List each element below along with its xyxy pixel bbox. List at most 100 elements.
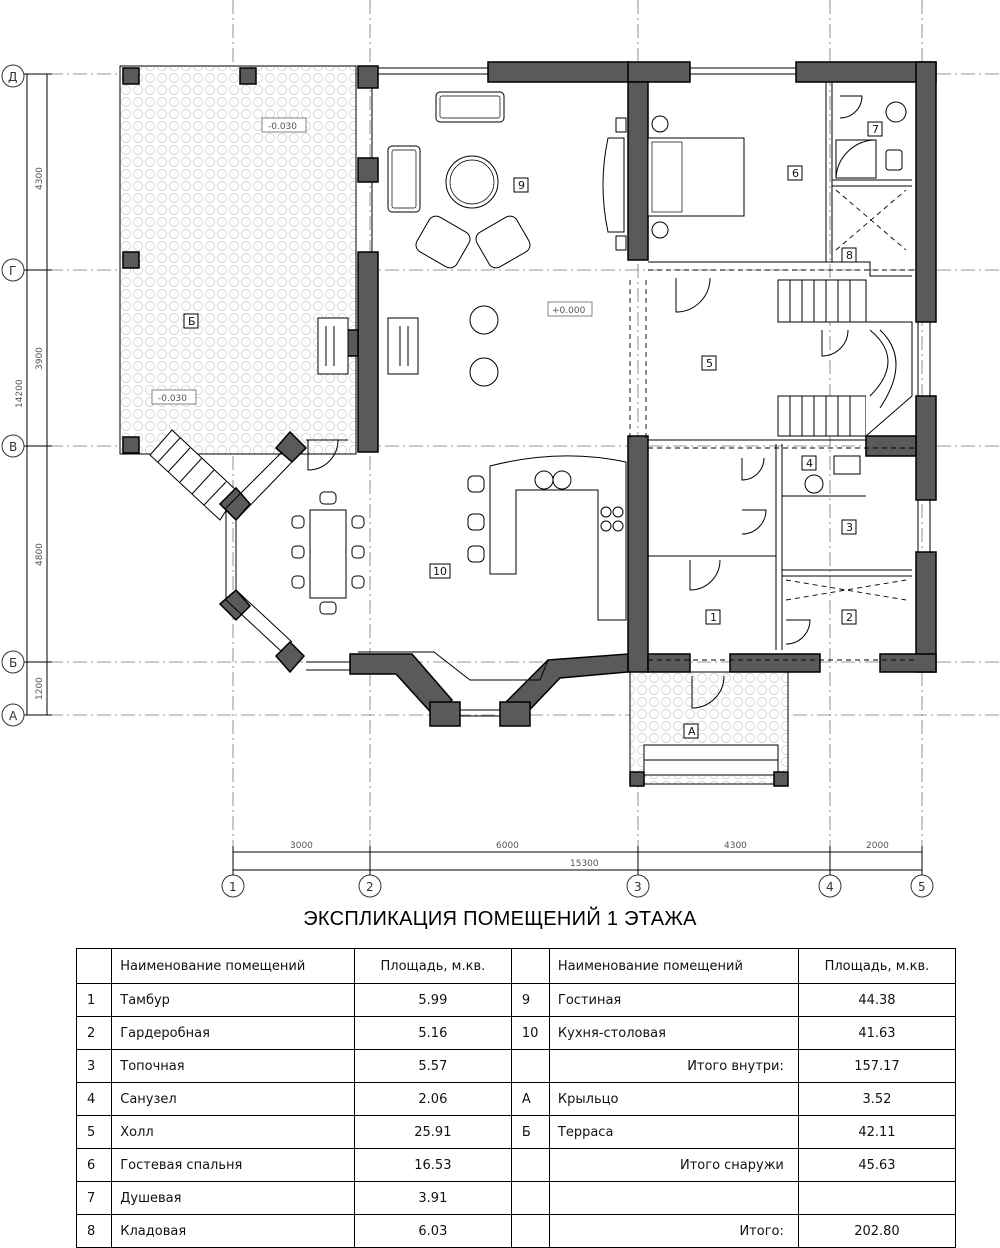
room-area: 5.99 [353, 983, 512, 1017]
elevation-floor: +0.000 [552, 306, 586, 316]
table-row: 8 Кладовая 6.03 Итого: 202.80 [75, 1214, 957, 1248]
room-name: Гардеробная [111, 1016, 355, 1050]
axis-label-2: 2 [366, 880, 374, 894]
dimensions-left: 4300 3900 14200 4800 1200 [15, 73, 52, 716]
outer-walls [355, 66, 931, 555]
axis-label-4: 4 [826, 880, 834, 894]
grand-total-label: Итого: [548, 1214, 799, 1248]
room-area: 44.38 [797, 983, 957, 1017]
axis-label-b: Б [9, 656, 17, 670]
room-name: Крыльцо [548, 1082, 799, 1116]
dim-left-total: 14200 [15, 379, 25, 408]
axis-bubbles-vertical: 1 2 3 4 5 [221, 874, 934, 898]
row-number: 7 [75, 1181, 113, 1215]
room-area: 25.91 [353, 1115, 512, 1149]
bay-windows [225, 439, 500, 717]
room-name: Душевая [111, 1181, 355, 1215]
room-name: Терраса [548, 1115, 799, 1149]
row-number [510, 1181, 550, 1215]
table-row: 4 Санузел 2.06 А Крыльцо 3.52 [75, 1082, 957, 1116]
room-tag-8: 8 [846, 249, 853, 262]
room-area: 3.52 [797, 1082, 957, 1116]
room-name: Кухня-столовая [548, 1016, 799, 1050]
subtotal-inside-label: Итого внутри: [548, 1049, 799, 1083]
subtotal-outside-value: 45.63 [797, 1148, 957, 1182]
explication-table: Наименование помещений Площадь, м.кв. На… [75, 948, 957, 1248]
dim-bottom-total: 15300 [570, 859, 599, 869]
dimensions-bottom: 3000 6000 4300 2000 15300 [232, 841, 923, 876]
table-header-row: Наименование помещений Площадь, м.кв. На… [75, 948, 957, 984]
row-number: 6 [75, 1148, 113, 1182]
table-row: 2 Гардеробная 5.16 10 Кухня-столовая 41.… [75, 1016, 957, 1050]
row-number: Б [510, 1115, 550, 1149]
bathroom-fixtures [804, 101, 907, 494]
axis-bubbles-horizontal: Д Г В Б А [1, 64, 25, 727]
table-row: 7 Душевая 3.91 [75, 1181, 957, 1215]
grand-total-value: 202.80 [797, 1214, 957, 1248]
room-area [797, 1181, 957, 1215]
room-area: 16.53 [353, 1148, 512, 1182]
table-row: 6 Гостевая спальня 16.53 Итого снаружи 4… [75, 1148, 957, 1182]
porch [629, 671, 789, 787]
terrace [119, 65, 357, 521]
room-name: Холл [111, 1115, 355, 1149]
room-area: 42.11 [797, 1115, 957, 1149]
room-area: 6.03 [353, 1214, 512, 1248]
dim-left-2: 3900 [35, 347, 45, 370]
room-tag-1: 1 [710, 611, 717, 624]
row-number [510, 1214, 550, 1248]
kitchen-dining-furniture [291, 455, 627, 681]
elevation-terrace-bottom: -0.030 [158, 394, 187, 404]
doors [307, 95, 863, 709]
room-name: Топочная [111, 1049, 355, 1083]
room-tag-b: Б [188, 315, 196, 328]
bedroom-furniture [602, 115, 745, 251]
axis-label-d: Д [8, 70, 17, 84]
room-tag-4: 4 [806, 457, 813, 470]
explication-title: ЭКСПЛИКАЦИЯ ПОМЕЩЕНИЙ 1 ЭТАЖА [303, 908, 697, 930]
dim-bottom-4: 2000 [866, 841, 889, 851]
partitions [648, 82, 912, 650]
room-tag-5: 5 [706, 357, 713, 370]
dim-left-3: 4800 [35, 543, 45, 566]
table-row: 1 Тамбур 5.99 9 Гостиная 44.38 [75, 983, 957, 1017]
dim-bottom-2: 6000 [496, 841, 519, 851]
room-tag-9: 9 [518, 179, 525, 192]
dashed-lines [629, 189, 916, 661]
room-name: Кладовая [111, 1214, 355, 1248]
row-number: А [510, 1082, 550, 1116]
room-tag-2: 2 [846, 611, 853, 624]
axis-label-v: В [9, 440, 17, 454]
row-number: 3 [75, 1049, 113, 1083]
room-tags: 1 2 3 4 5 6 7 8 9 10 А Б [183, 121, 883, 739]
room-area: 5.16 [353, 1016, 512, 1050]
room-area: 2.06 [353, 1082, 512, 1116]
room-area: 5.57 [353, 1049, 512, 1083]
room-name: Тамбур [111, 983, 355, 1017]
header-name-left: Наименование помещений [111, 948, 355, 984]
row-number [510, 1148, 550, 1182]
elevation-terrace-top: -0.030 [268, 122, 297, 132]
row-number: 4 [75, 1082, 113, 1116]
table-row: 3 Топочная 5.57 Итого внутри: 157.17 [75, 1049, 957, 1083]
elevation-tags: -0.030 -0.030 +0.000 [151, 117, 593, 405]
row-number: 9 [510, 983, 550, 1017]
dim-bottom-3: 4300 [724, 841, 747, 851]
axis-label-1: 1 [229, 880, 237, 894]
walls [218, 61, 937, 727]
room-tag-10: 10 [433, 565, 447, 578]
room-tag-7: 7 [872, 123, 879, 136]
row-number: 8 [75, 1214, 113, 1248]
dim-bottom-1: 3000 [290, 841, 313, 851]
table-row: 5 Холл 25.91 Б Терраса 42.11 [75, 1115, 957, 1149]
room-name: Гостевая спальня [111, 1148, 355, 1182]
axis-label-3: 3 [634, 880, 642, 894]
floor-plan: -0.030 -0.030 +0.000 1 2 3 4 5 6 7 8 9 1… [1, 0, 1000, 898]
stairs [777, 279, 913, 437]
axis-label-5: 5 [918, 880, 926, 894]
axis-label-g: Г [9, 264, 16, 278]
dim-left-4: 1200 [35, 677, 45, 700]
header-area-left: Площадь, м.кв. [353, 948, 512, 984]
row-number: 5 [75, 1115, 113, 1149]
header-number-right [510, 948, 550, 984]
